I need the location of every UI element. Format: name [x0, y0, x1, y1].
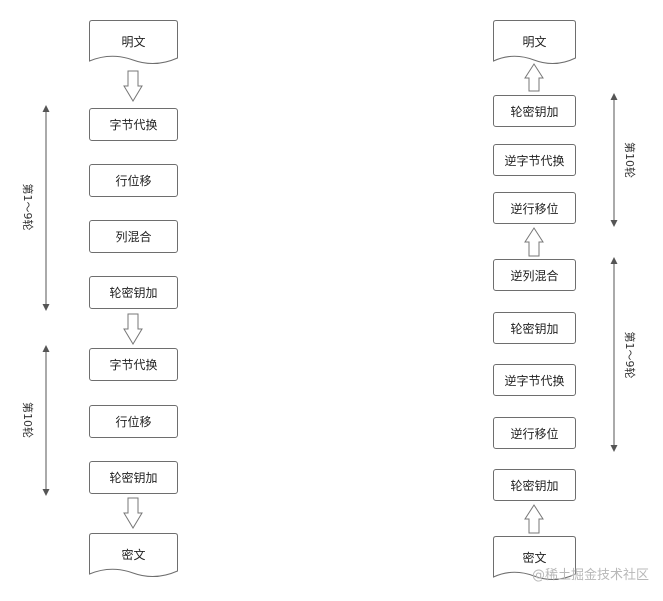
node-label: 轮密钥加 [109, 471, 158, 485]
watermark: @稀土掘金技术社区 [531, 568, 649, 583]
node-label: 轮密钥加 [510, 478, 559, 493]
hollow-down-arrow-icon [123, 313, 143, 345]
hollow-down-arrow-icon [123, 70, 143, 102]
document-shape-icon [89, 533, 178, 577]
document-shape-icon [89, 20, 178, 64]
node-label: 逆字节代换 [504, 373, 565, 388]
left-mixcolumns-1: 列混合 [89, 220, 178, 253]
hollow-down-arrow-icon [123, 497, 143, 529]
node-label: 行位移 [115, 415, 152, 429]
node-label: 轮密钥加 [510, 321, 559, 336]
right-initial-addroundkey: 轮密钥加 [493, 469, 576, 501]
node-label: 字节代换 [109, 358, 158, 372]
right-invshiftrows-10: 逆行移位 [493, 192, 576, 224]
right-addroundkey-1: 轮密钥加 [493, 312, 576, 344]
plaintext-label: 明文 [522, 35, 547, 49]
document-shape-icon [493, 536, 576, 580]
left-subbytes-10: 字节代换 [89, 348, 178, 381]
hollow-up-arrow-icon [524, 63, 544, 92]
right-addroundkey-10: 轮密钥加 [493, 95, 576, 127]
node-label: 轮密钥加 [510, 104, 559, 119]
right-invsubbytes-1: 逆字节代换 [493, 364, 576, 396]
node-label: 逆行移位 [510, 426, 559, 441]
right-invshiftrows-1: 逆行移位 [493, 417, 576, 449]
node-label: 字节代换 [109, 118, 158, 132]
hollow-up-arrow-icon [524, 504, 544, 534]
left-input-plaintext: 明文 [89, 20, 178, 65]
ciphertext-label: 密文 [121, 548, 146, 562]
right-invmixcolumns: 逆列混合 [493, 259, 576, 291]
left-addroundkey-1: 轮密钥加 [89, 276, 178, 309]
node-label: 列混合 [115, 230, 152, 244]
right-output-plaintext: 明文 [493, 20, 576, 65]
node-label: 逆行移位 [510, 201, 559, 216]
node-label: 行位移 [115, 174, 152, 188]
left-shiftrows-1: 行位移 [89, 164, 178, 197]
left-subbytes-1: 字节代换 [89, 108, 178, 141]
hollow-up-arrow-icon [524, 227, 544, 257]
node-label: 轮密钥加 [109, 286, 158, 300]
left-addroundkey-10: 轮密钥加 [89, 461, 178, 494]
document-shape-icon [493, 20, 576, 64]
right-invsubbytes-10: 逆字节代换 [493, 144, 576, 176]
node-label: 逆列混合 [510, 268, 559, 283]
node-label: 逆字节代换 [504, 153, 565, 168]
right-input-ciphertext: 密文 [493, 536, 576, 581]
left-output-ciphertext: 密文 [89, 533, 178, 578]
ciphertext-label: 密文 [522, 551, 547, 565]
left-shiftrows-10: 行位移 [89, 405, 178, 438]
plaintext-label: 明文 [121, 35, 146, 49]
